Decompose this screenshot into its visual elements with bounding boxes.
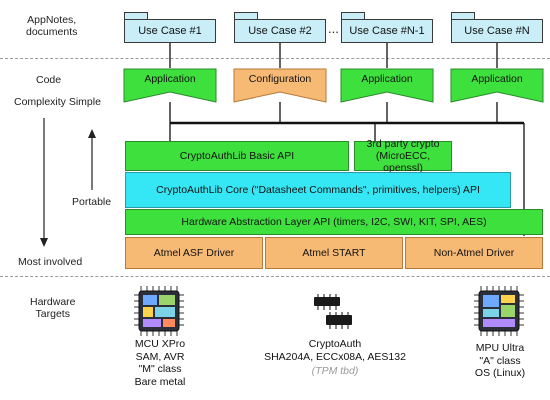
separator-bottom [0,276,550,277]
application-1[interactable]: Application [144,73,196,85]
hw-cryptoauth-title: CryptoAuth [308,338,362,350]
app-banner-4 [450,68,544,103]
core-api-layer[interactable]: CryptoAuthLib Core ("Datasheet Commands"… [125,172,511,208]
hw-mcu-text: MCU XPro SAM, AVR "M" class Bare metal [134,338,186,388]
app-banner-1 [123,68,217,103]
driver-start[interactable]: Atmel START [265,237,403,269]
use-case-1-tab [124,12,148,20]
use-case-n-1[interactable]: Use Case #N-1 [341,19,433,43]
cryptoauth-chip-image [314,294,352,329]
driver-asf[interactable]: Atmel ASF Driver [125,237,263,269]
use-case-2-tab [234,12,258,20]
use-case-1[interactable]: Use Case #1 [124,19,216,43]
app-banner-2 [233,68,327,103]
use-case-ellipsis: ... [328,21,339,36]
basic-api-layer[interactable]: CryptoAuthLib Basic API [125,141,349,171]
use-case-2[interactable]: Use Case #2 [234,19,326,43]
configuration[interactable]: Configuration [248,73,312,85]
most-involved-label: Most involved [18,256,83,268]
complexity-label: Complexity Simple [14,96,101,108]
use-case-n1-tab [341,12,365,20]
application-4[interactable]: Application [471,73,523,85]
hal-api-layer[interactable]: Hardware Abstraction Layer API (timers, … [125,209,543,235]
hw-cryptoauth-note: (TPM tbd) [311,365,359,377]
hw-cryptoauth-parts: SHA204A, ECCx08A, AES132 [264,351,406,363]
driver-non-atmel[interactable]: Non-Atmel Driver [405,237,543,269]
separator-top [0,58,550,59]
hw-mpu-text: MPU Ultra "A" class OS (Linux) [474,342,526,380]
third-party-crypto-layer[interactable]: 3rd party crypto (MicroECC, openssl) [354,138,452,174]
portable-label: Portable [72,196,112,208]
use-case-n-tab [451,12,475,20]
code-label: Code [36,74,62,86]
hardware-targets-label: Hardware Targets [30,296,76,321]
app-banner-3 [340,68,434,103]
mpu-chip-image [474,286,524,336]
application-3[interactable]: Application [361,73,413,85]
use-case-n[interactable]: Use Case #N [451,19,543,43]
mcu-chip-image [134,286,184,336]
appnotes-label: AppNotes, documents [26,14,78,39]
